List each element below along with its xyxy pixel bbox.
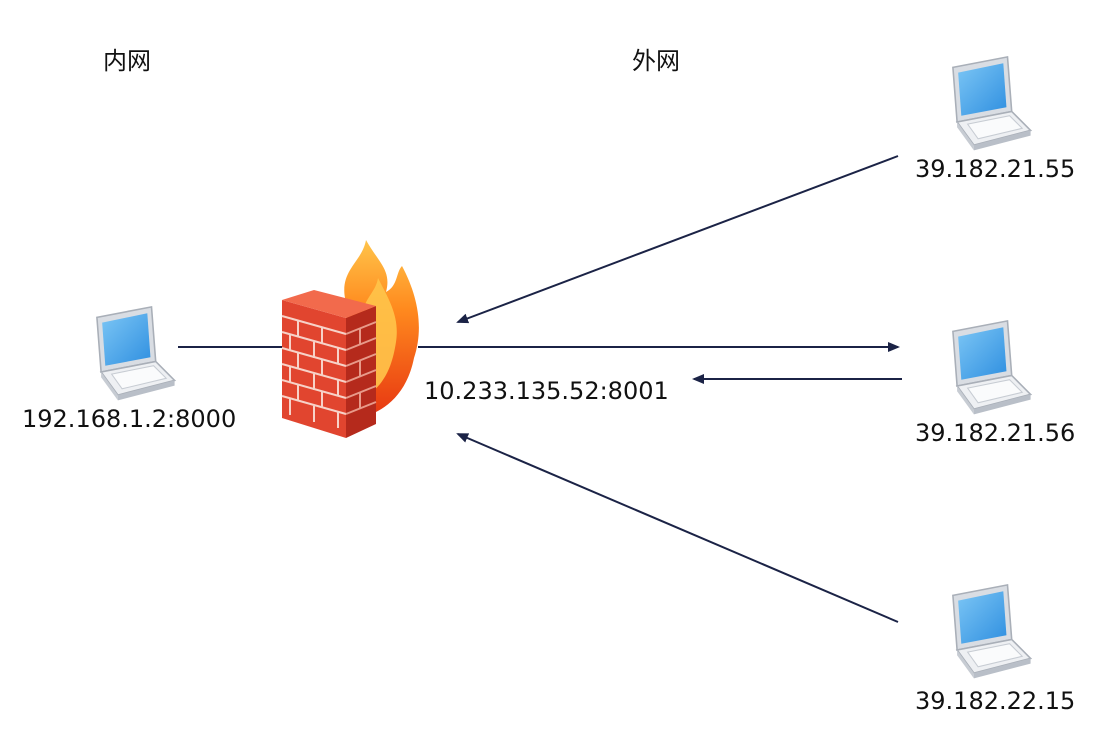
peer3-laptop-icon [952, 584, 1032, 680]
peer1-laptop-icon [952, 56, 1032, 152]
firewall-address: 10.233.135.52:8001 [424, 377, 669, 405]
inner-laptop-icon [96, 306, 176, 402]
peer3-address: 39.182.22.15 [915, 687, 1076, 715]
peer2-laptop-icon [952, 320, 1032, 416]
arrow-peer1-to-firewall [456, 155, 899, 324]
outer-network-label: 外网 [632, 47, 680, 75]
peer1-address: 39.182.21.55 [915, 155, 1076, 183]
inner-host-address: 192.168.1.2:8000 [22, 405, 237, 433]
firewall-icon [281, 240, 419, 438]
arrow-peer3-to-firewall [456, 433, 899, 623]
peer2-address: 39.182.21.56 [915, 419, 1076, 447]
inner-network-label: 内网 [103, 47, 151, 75]
